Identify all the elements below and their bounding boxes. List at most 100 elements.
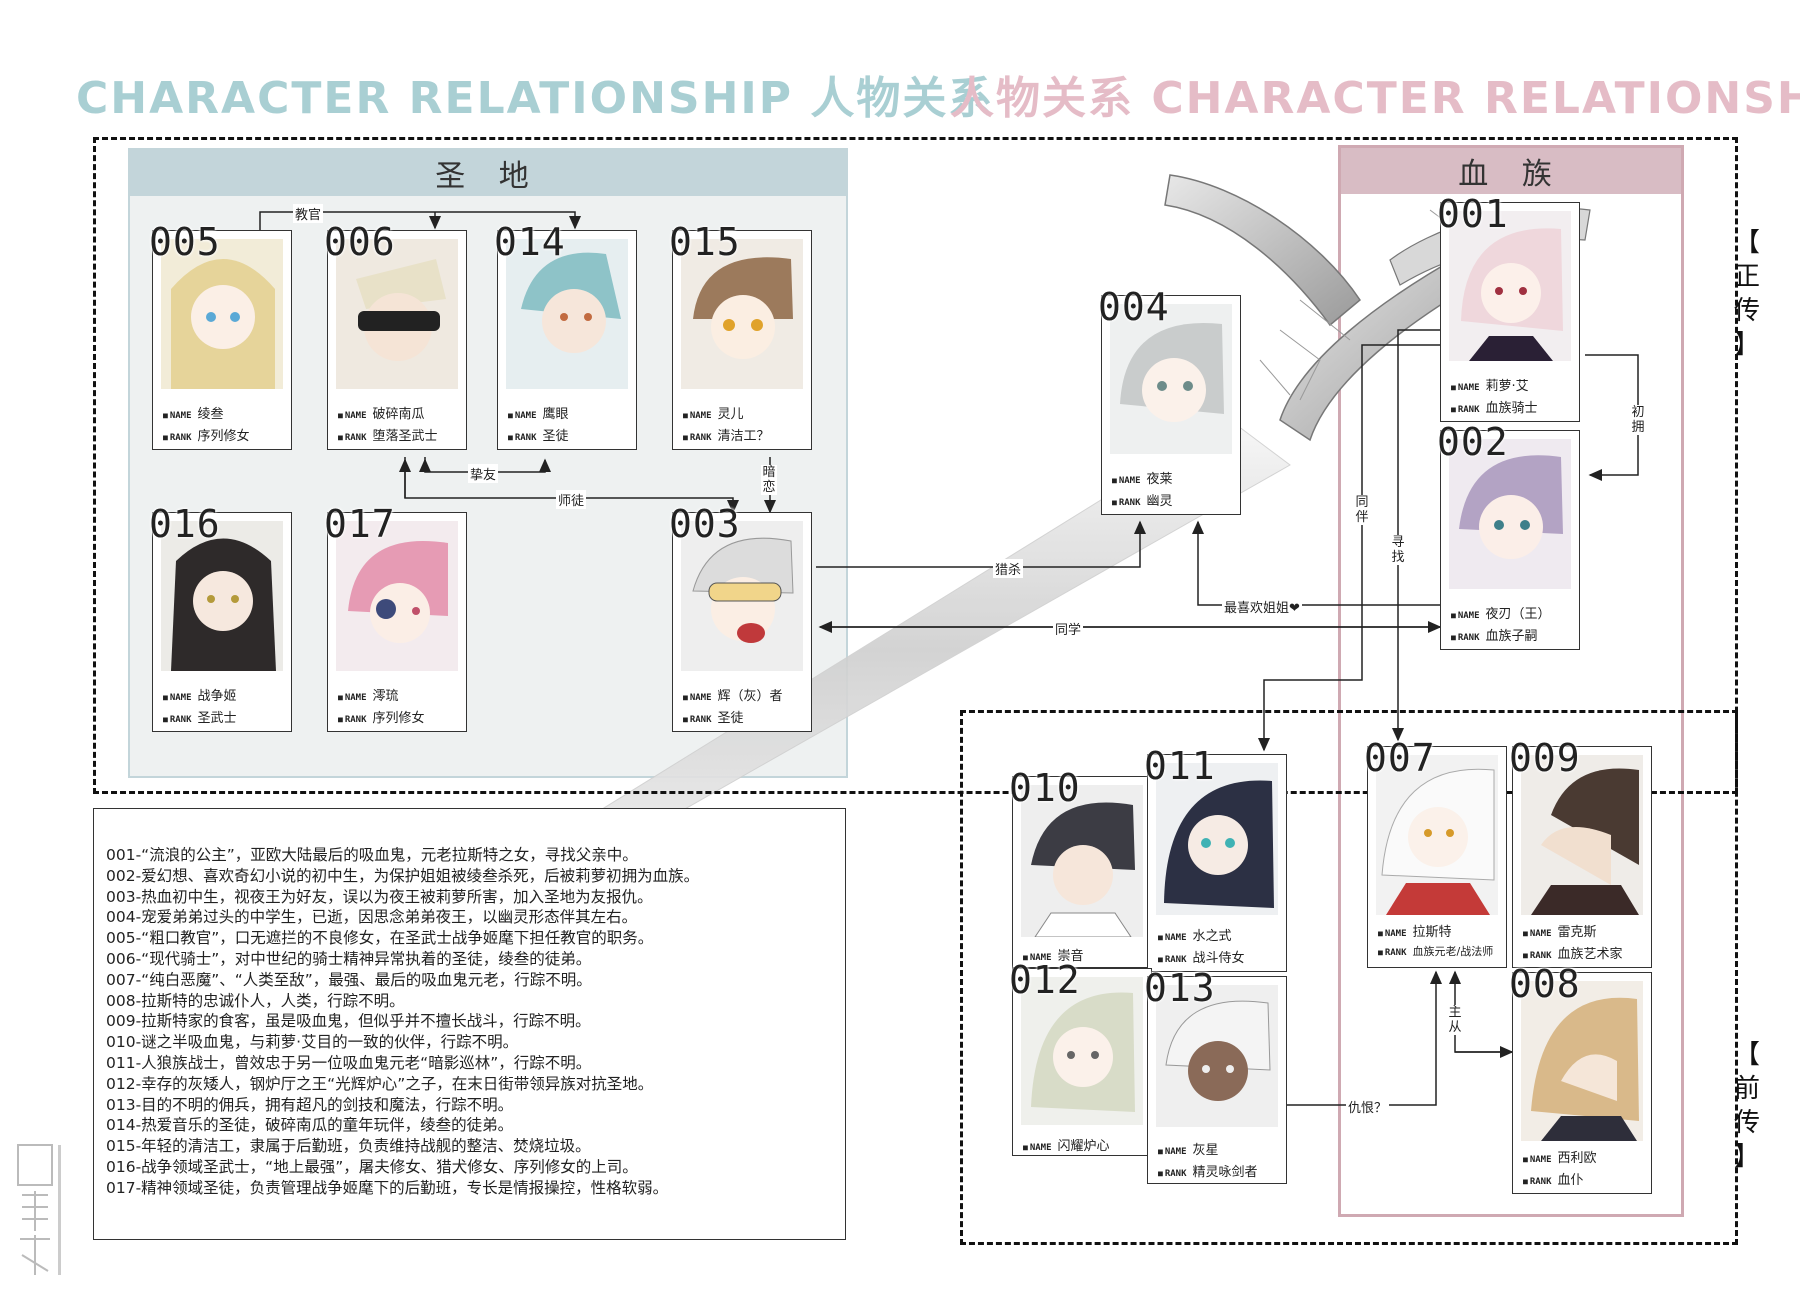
card-number: 011: [1144, 744, 1216, 788]
portrait-007: [1376, 755, 1498, 915]
portrait-002: [1449, 439, 1571, 589]
portrait-003: [681, 521, 803, 671]
relation-companion: 同伴: [1354, 495, 1370, 525]
relation-fav-sister: 最喜欢姐姐❤: [1222, 597, 1302, 616]
card-number: 004: [1098, 285, 1170, 329]
card-number: 002: [1437, 420, 1509, 464]
prequel-tag: 【前 传】: [1733, 1040, 1760, 1172]
main-story-group: [93, 137, 1738, 794]
portrait-014: [506, 239, 628, 389]
card-number: 012: [1009, 958, 1081, 1002]
note-line: 011-人狼族战士，曾效忠于另一位吸血鬼元老“暗影巡林”，行踪不明。: [106, 1053, 592, 1072]
card-number: 001: [1437, 192, 1509, 236]
note-line: 007-“纯白恶魔”、“人类至敌”，最强、最后的吸血鬼元老，行踪不明。: [106, 970, 592, 989]
note-line: 004-宠爱弟弟过头的中学生，已逝，因思念弟弟夜王，以幽灵形态伴其左右。: [106, 908, 638, 927]
note-line: 017-精神领域圣徒，负责管理战争姬麾下的后勤班，专长是情报操控，性格软弱。: [106, 1178, 669, 1197]
note-line: 016-战争领域圣武士，“地上最强”，屠夫修女、猎犬修女、序列修女的上司。: [106, 1157, 638, 1176]
note-line: 010-谜之半吸血鬼，与莉萝·艾目的一致的伙伴，行踪不明。: [106, 1033, 519, 1052]
relation-master-servant: 主从: [1447, 1005, 1463, 1035]
note-line: 003-热血初中生，视夜王为好友，误以为夜王被莉萝所害，加入圣地为友报仇。: [106, 887, 653, 906]
card-number: 013: [1144, 966, 1216, 1010]
character-notes: 001-“流浪的公主”，亚欧大陆最后的吸血鬼，元老拉斯特之女，寻找父亲中。 00…: [93, 808, 846, 1240]
note-line: 008-拉斯特的忠诚仆人，人类，行踪不明。: [106, 991, 405, 1010]
note-line: 014-热爱音乐的圣徒，破碎南瓜的童年玩伴，绫叁的徒弟。: [106, 1116, 514, 1135]
note-line: 009-拉斯特家的食客，虽是吸血鬼，但似乎并不擅长战斗，行踪不明。: [106, 1012, 591, 1031]
blood-clan-label: 血 族: [1458, 157, 1564, 192]
portrait-013: [1156, 985, 1278, 1127]
portrait-009: [1521, 755, 1643, 915]
portrait-016: [161, 521, 283, 671]
holy-land-label: 圣 地: [435, 159, 541, 194]
relation-secret-love: 暗恋: [761, 465, 777, 495]
relation-instructor: 教官: [293, 204, 324, 223]
main-story-tag: 【正 传】: [1733, 228, 1760, 360]
card-number: 009: [1509, 736, 1581, 780]
card-number: 008: [1509, 962, 1581, 1006]
relation-close-friend: 挚友: [468, 464, 499, 483]
card-number: 010: [1009, 766, 1081, 810]
portrait-001: [1449, 211, 1571, 361]
card-number: 007: [1364, 736, 1436, 780]
relation-hatred: 仇恨？: [1346, 1097, 1390, 1116]
card-number: 017: [324, 502, 396, 546]
card-number: 006: [324, 220, 396, 264]
card-number: 014: [494, 220, 566, 264]
card-number: 003: [669, 502, 741, 546]
title-left: CHARACTER RELATIONSHIP 人物关系: [76, 73, 995, 124]
relation-search: 寻找: [1390, 535, 1406, 565]
portrait-008: [1521, 981, 1643, 1141]
relation-master-apprentice: 师徒: [556, 490, 587, 509]
relation-classmate: 同学: [1053, 619, 1084, 638]
note-line: 013-目的不明的佣兵，拥有超凡的剑技和魔法，行踪不明。: [106, 1095, 514, 1114]
card-number: 016: [149, 502, 221, 546]
relation-hunt-kill: 猎杀: [993, 559, 1024, 578]
watermark-logo-icon: [17, 1144, 61, 1275]
portrait-017: [336, 521, 458, 671]
portrait-011: [1156, 763, 1278, 915]
